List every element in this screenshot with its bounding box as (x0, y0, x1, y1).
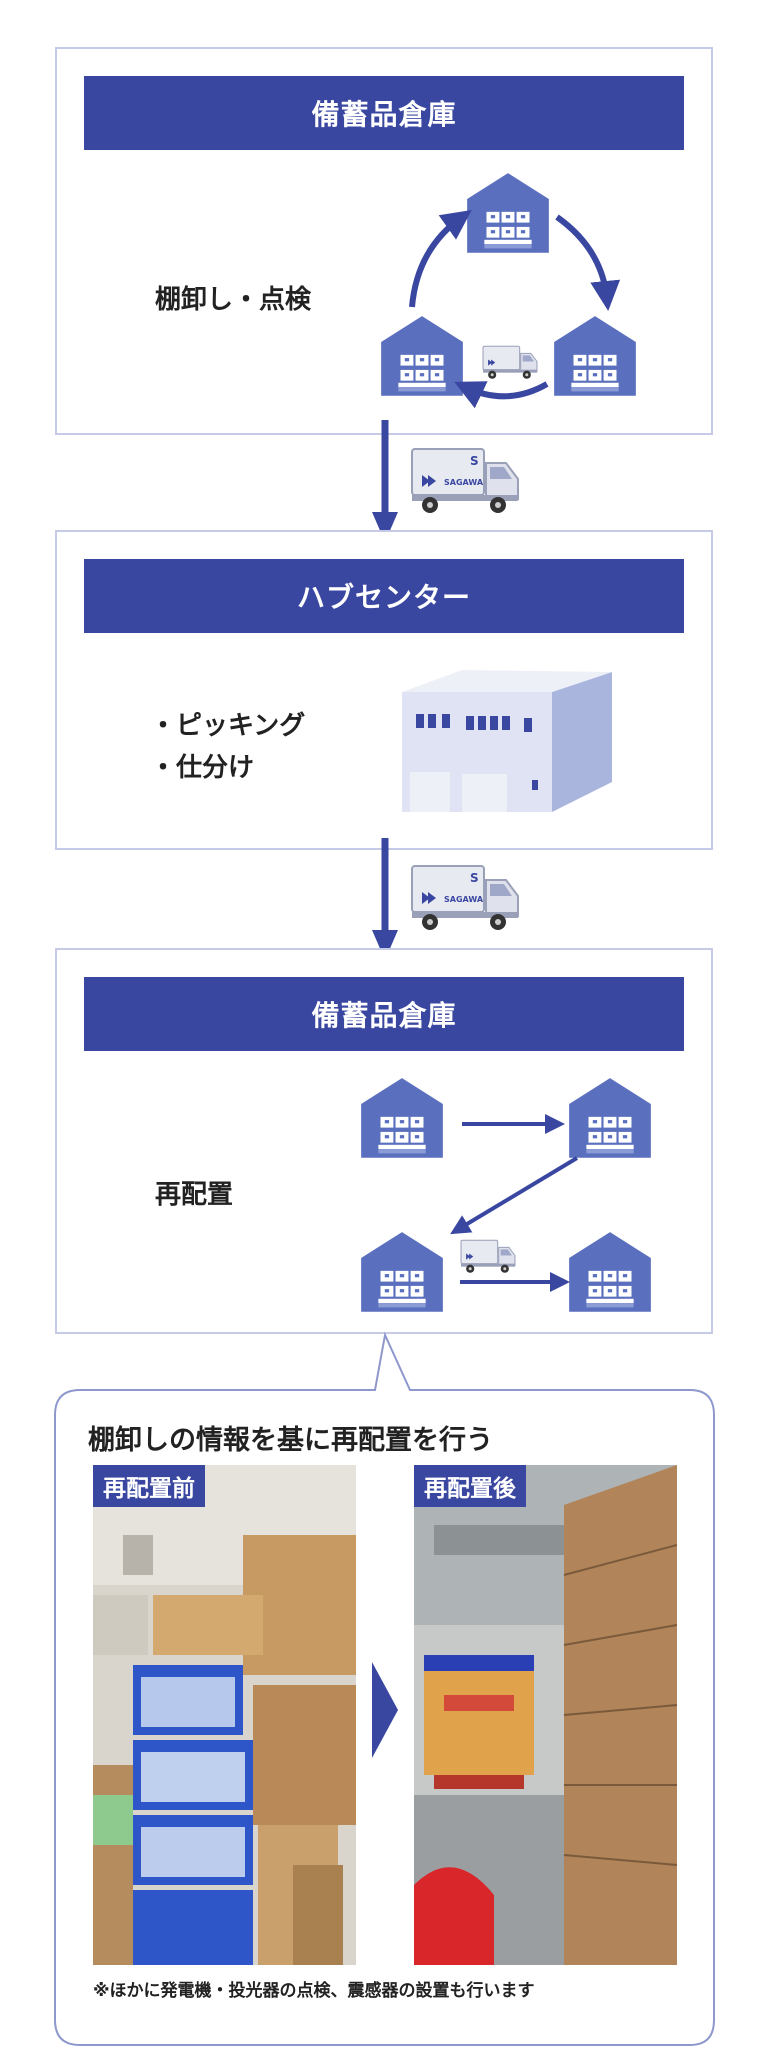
flow-arrow-down (372, 838, 398, 960)
truck-brand-text: SAGAWA (444, 895, 484, 904)
hub-center-panel: ハブセンター ・ピッキング ・仕分け (55, 530, 713, 850)
relocation-arrows (450, 1114, 579, 1292)
relocation-label: 再配置 (155, 1180, 234, 1210)
panel-title: ハブセンター (84, 559, 684, 633)
chevron-right-icon (372, 1662, 398, 1758)
picking-label: ・ピッキング (150, 711, 306, 741)
cycle-arrows (409, 210, 621, 409)
flow-arrow-down (372, 420, 398, 542)
truck-logo-text: S (470, 871, 479, 885)
footnote: ※ほかに発電機・投光器の点検、震感器の設置も行います (93, 1981, 535, 2001)
stockpile-warehouse-panel-2: 備蓄品倉庫 再配置 (55, 948, 713, 1334)
panel-title: 備蓄品倉庫 (84, 76, 684, 150)
inventory-check-label: 棚卸し・点検 (155, 285, 312, 315)
truck-logo-text: S (470, 454, 479, 468)
before-photo (93, 1465, 356, 1965)
stockpile-warehouse-panel-1: 備蓄品倉庫 棚卸し・点検 (55, 47, 713, 435)
after-photo (414, 1465, 677, 1965)
before-label: 再配置前 (93, 1465, 205, 1507)
truck-brand-text: SAGAWA (444, 478, 484, 487)
callout-title: 棚卸しの情報を基に再配置を行う (88, 1425, 493, 1456)
sorting-label: ・仕分け (150, 753, 255, 783)
after-label: 再配置後 (414, 1465, 526, 1507)
delivery-truck-icon: SAGAWA S (410, 445, 520, 515)
hub-building-icon (402, 670, 612, 812)
panel-title: 備蓄品倉庫 (84, 977, 684, 1051)
delivery-truck-icon: SAGAWA S (410, 862, 520, 932)
